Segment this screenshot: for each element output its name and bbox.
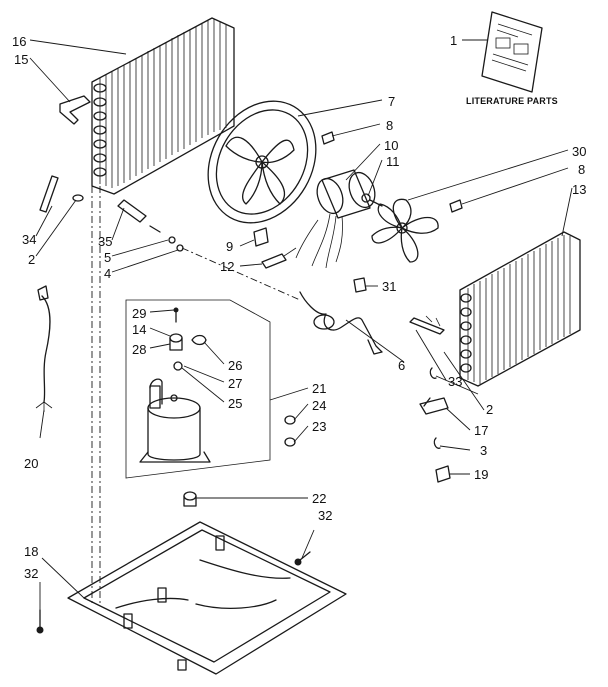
callout-25: 25 — [228, 396, 242, 411]
callout-23: 23 — [312, 419, 326, 434]
refrigerant-tube — [299, 291, 383, 355]
power-cord — [41, 295, 51, 403]
callout-6: 6 — [398, 358, 405, 373]
compressor — [139, 378, 211, 463]
clip-2 — [429, 367, 437, 379]
heater-rod — [409, 317, 445, 335]
grommet-23 — [284, 437, 296, 447]
screw-32-left — [36, 609, 44, 634]
callout-22: 22 — [312, 491, 326, 506]
evaporator-coil — [459, 231, 581, 387]
callout-7: 7 — [388, 94, 395, 109]
callout-17: 17 — [474, 423, 488, 438]
callout-2-left: 2 — [28, 252, 35, 267]
grommet-24 — [284, 415, 296, 425]
capillary-fitting — [117, 199, 147, 223]
callout-28: 28 — [132, 342, 146, 357]
callout-16: 16 — [12, 34, 26, 49]
callout-15: 15 — [14, 52, 28, 67]
callout-35: 35 — [98, 234, 112, 249]
fan-shroud — [207, 100, 317, 224]
clip-3 — [433, 437, 441, 449]
callout-13: 13 — [572, 182, 586, 197]
fan-blade — [371, 198, 439, 263]
callout-24: 24 — [312, 398, 326, 413]
callout-32-left: 32 — [24, 566, 38, 581]
fan-motor — [295, 169, 383, 269]
callout-20: 20 — [24, 456, 38, 471]
callout-26: 26 — [228, 358, 242, 373]
callout-30: 30 — [572, 144, 586, 159]
fan-clip — [353, 277, 367, 293]
condenser-coil — [91, 17, 235, 195]
screw-32-right — [294, 551, 311, 566]
callout-14: 14 — [132, 322, 146, 337]
compressor-assembly-box — [125, 299, 271, 479]
callout-33: 33 — [448, 374, 462, 389]
literature-parts-caption: LITERATURE PARTS — [466, 96, 558, 106]
terminal-cover — [169, 333, 183, 343]
callout-21: 21 — [312, 381, 326, 396]
tube-bracket — [419, 397, 449, 415]
shroud-clip — [321, 131, 335, 145]
callout-1: 1 — [450, 33, 457, 48]
callout-31: 31 — [382, 279, 396, 294]
callout-29: 29 — [132, 306, 146, 321]
callout-11: 11 — [386, 154, 400, 169]
callout-3: 3 — [480, 443, 487, 458]
callout-12: 12 — [220, 259, 234, 274]
wire-connector — [261, 247, 297, 269]
callout-4: 4 — [104, 266, 111, 281]
drain-tube — [39, 175, 84, 213]
callout-32-right: 32 — [318, 508, 332, 523]
overload — [191, 334, 207, 346]
callout-8-right: 8 — [578, 162, 585, 177]
literature-parts-booklet: LITERATURE PARTS — [466, 11, 558, 106]
callout-19: 19 — [474, 467, 488, 482]
grommet-22 — [183, 491, 197, 507]
callout-2-right: 2 — [486, 402, 493, 417]
callout-18: 18 — [24, 544, 38, 559]
callout-5: 5 — [104, 250, 111, 265]
base-pan — [67, 521, 347, 675]
callout-34: 34 — [22, 232, 36, 247]
callout-10: 10 — [384, 138, 398, 153]
callout-27: 27 — [228, 376, 242, 391]
coil-bracket — [59, 95, 91, 125]
motor-mount — [253, 227, 269, 247]
bracket-19 — [435, 465, 451, 483]
callout-8-upper: 8 — [386, 118, 393, 133]
callout-9: 9 — [226, 239, 233, 254]
